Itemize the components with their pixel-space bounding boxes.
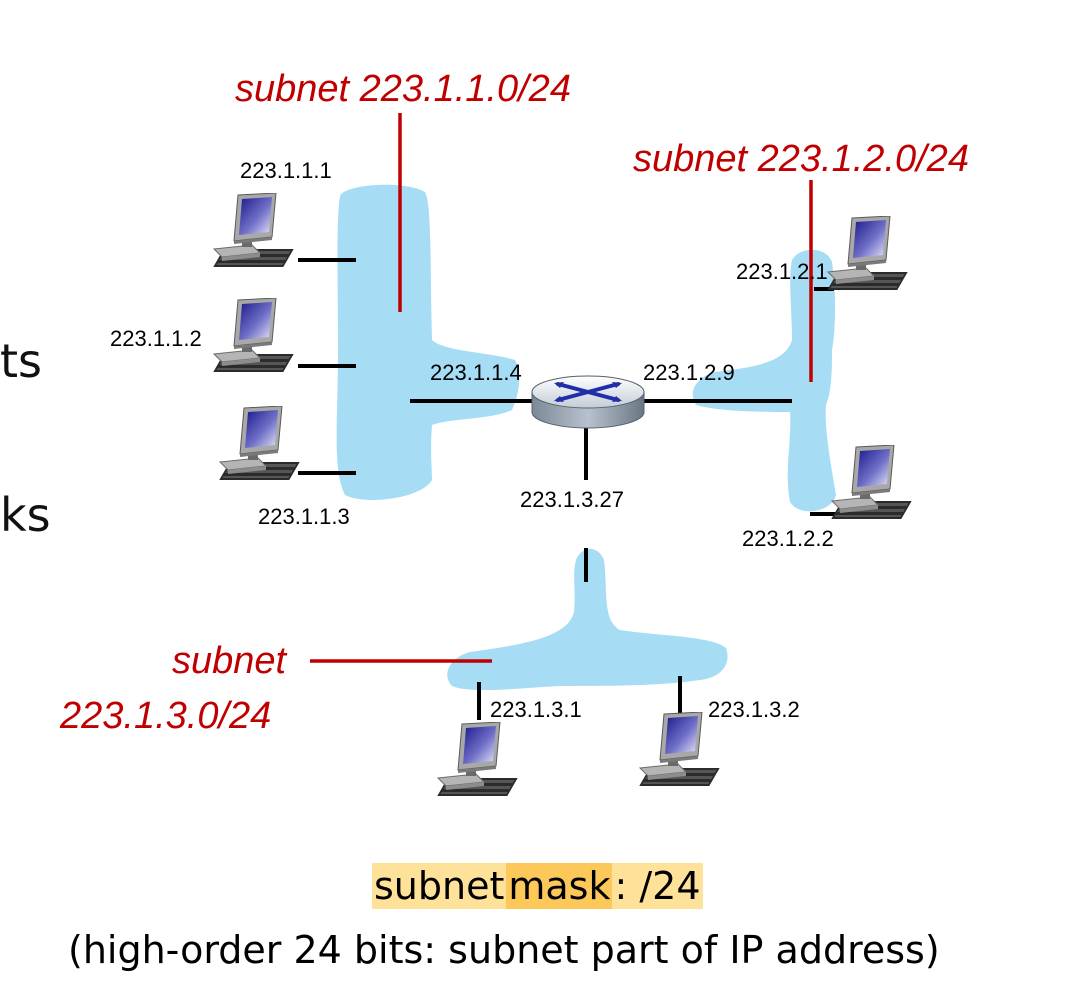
router-interface-label: 223.1.3.27 xyxy=(520,487,624,512)
host-ip-label: 223.1.3.1 xyxy=(490,697,582,722)
router-icon xyxy=(531,375,645,429)
host-ip-label: 223.1.1.1 xyxy=(240,158,332,183)
desktop-computer-icon xyxy=(212,193,295,268)
desktop-computer-icon xyxy=(638,712,721,787)
subnet-label-3-name: subnet xyxy=(172,640,287,682)
cropped-slide-text-2: ks xyxy=(0,488,51,542)
cropped-slide-text-1: ts xyxy=(0,334,43,388)
host-ip-label: 223.1.2.2 xyxy=(742,526,834,551)
caption-subnet-word: subnet xyxy=(372,863,507,909)
host-ip-label: 223.1.2.1 xyxy=(736,259,828,284)
subnet-blob-2 xyxy=(692,249,836,512)
desktop-computer-icon xyxy=(830,445,913,520)
caption-mask-value: : /24 xyxy=(612,863,703,909)
desktop-computer-icon xyxy=(218,406,301,481)
subnet-blob-3 xyxy=(447,548,728,691)
host-ip-label: 223.1.1.2 xyxy=(110,326,202,351)
desktop-computer-icon xyxy=(212,298,295,373)
connection-lines xyxy=(298,258,836,720)
desktop-computer-icon xyxy=(826,216,909,291)
router-interface-label: 223.1.2.9 xyxy=(643,360,735,385)
router-interface-label: 223.1.1.4 xyxy=(430,360,522,385)
host-ip-label: 223.1.1.3 xyxy=(258,504,350,529)
subnet-label-3-address: 223.1.3.0/24 xyxy=(60,695,272,737)
caption-mask-word: mask xyxy=(506,863,613,909)
desktop-computer-icon xyxy=(436,722,519,797)
subnet-label-2: subnet 223.1.2.0/24 xyxy=(633,138,969,180)
subnet-blob-1 xyxy=(336,184,520,500)
subnet-pointer-lines xyxy=(310,113,813,663)
subnet-label-1: subnet 223.1.1.0/24 xyxy=(235,68,571,110)
subnet-mask-explanation: (high-order 24 bits: subnet part of IP a… xyxy=(68,928,940,972)
subnet-mask-caption: subnet mask: /24 xyxy=(372,863,703,913)
host-ip-label: 223.1.3.2 xyxy=(708,697,800,722)
